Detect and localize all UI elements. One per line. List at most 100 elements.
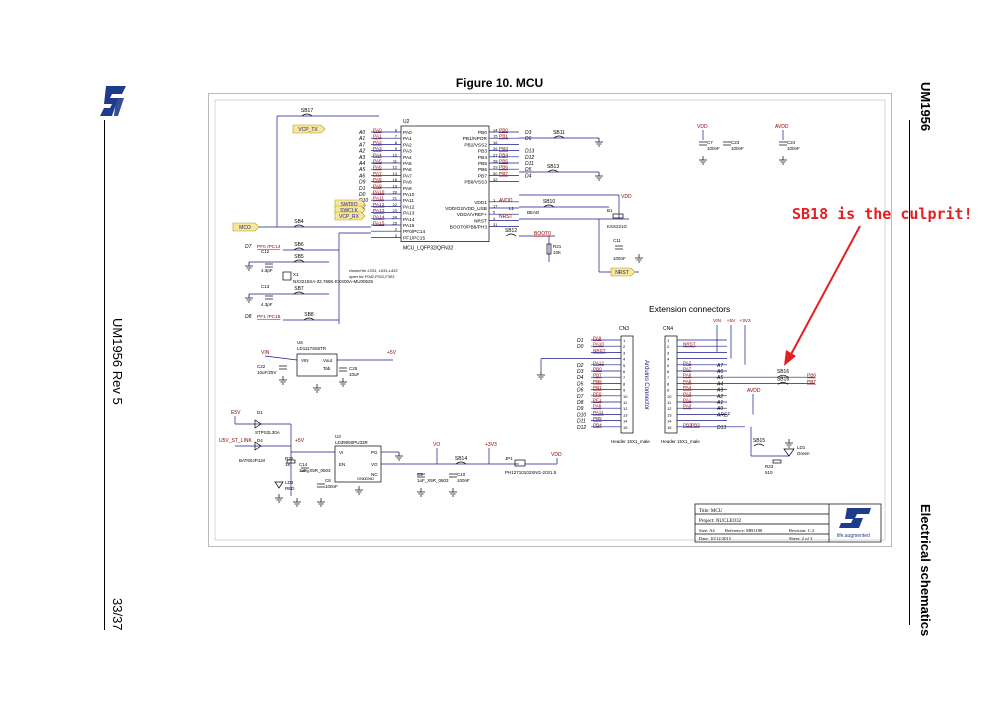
mcu-pin-name: PF1/PC15 (403, 235, 425, 241)
pf1-label: PF1 /PC15 (257, 314, 281, 320)
cn4-pin-number: 6 (667, 369, 670, 374)
cn3-net-label: PA9 (593, 336, 602, 341)
solder-bridge (293, 247, 305, 251)
u6-vout: Vout (323, 358, 333, 363)
d4-ref: D4 (257, 438, 263, 443)
net-tag-label: NRST (615, 270, 629, 276)
solder-bridge (547, 169, 559, 173)
cn4-pin-number: 9 (667, 388, 670, 393)
r23-val: 510 (765, 470, 773, 475)
title-block-project: Project: NUCLEO32 (699, 519, 742, 524)
wire (264, 355, 298, 361)
mcu-net-label: PB0 (499, 128, 508, 134)
mcu-signal-label: A7 (358, 142, 365, 148)
c8-val: 100nF (325, 484, 338, 489)
mcu-body (400, 125, 490, 242)
r21-ref: R21 (553, 244, 562, 249)
annotation-text: SB18 is the culprit! (792, 205, 973, 223)
mcu-net-label: PA1 (373, 134, 382, 140)
mcu-pin-number: 31 (493, 222, 498, 227)
mcu-pin-name: PA10 (403, 192, 415, 198)
cn3-signal-label: D8 (577, 400, 584, 406)
cn4-signal-label: A4 (716, 381, 723, 387)
cn3-signal-label: D12 (577, 425, 586, 431)
mcu-pin-name: PB0 (478, 130, 487, 136)
mcu-net-label: PB4 (499, 152, 508, 158)
mcu-net-label: PB3 (499, 146, 508, 152)
cn3-pin-number: 10 (623, 394, 628, 399)
ld3-color: RED (285, 486, 295, 491)
section-title: Electrical schematics (918, 504, 933, 637)
c12-val: 4.3pF (261, 268, 273, 273)
l1-ref: L1 (509, 206, 515, 211)
mcu-pin-name: VDDIO2/VDD_USB (445, 206, 487, 212)
title-block-sheet: Sheet: 2 of 3 (789, 536, 813, 541)
cn4-signal-label: A6 (716, 369, 723, 375)
cn3-part: Header 15X1_male (611, 439, 650, 444)
cn3-signal-label: D11 (577, 419, 586, 425)
d1-ref: D1 (257, 410, 263, 415)
cn4-power-label: +5V (727, 318, 736, 324)
mcu-pin-number: 22 (393, 202, 398, 207)
mcu-pin-number: 9 (395, 146, 398, 151)
solder-bridge-label: SB17 (301, 108, 313, 114)
cn4-pin-number: 7 (667, 375, 670, 380)
solder-bridge (293, 291, 305, 295)
mcu-net-label: PA15 (373, 221, 385, 227)
mcu-pin-number: 25 (393, 221, 398, 226)
cn4-ref: CN4 (663, 326, 673, 332)
title-block-st-logo (839, 508, 871, 528)
title-block-reference: Reference: MB1180 (725, 528, 763, 533)
cn4-signal-label: A3 (716, 388, 723, 394)
mcu-net-label: PA5 (373, 159, 382, 165)
c7-val: 100nF (707, 146, 720, 151)
c9-ref: C9 (417, 472, 423, 477)
net-tag-nrst (610, 267, 636, 277)
mcu-pin-name: PA4 (403, 155, 412, 161)
mcu-pin-number: 27 (493, 152, 498, 157)
mcu-pin-number: 2 (395, 227, 398, 232)
cn4-pin-number: 13 (667, 412, 672, 417)
mcu-signal-label: A1 (358, 136, 365, 142)
solder-bridge-label: SB13 (547, 164, 559, 170)
cn4-net-label: PA4 (683, 385, 692, 390)
pf0-label: PF0 /PC14 (257, 244, 281, 250)
mcu-net-label: PA3 (373, 146, 382, 152)
cn3-pin-number: 9 (623, 388, 626, 393)
cn3-pin-number: 3 (623, 350, 626, 355)
left-rule (104, 120, 105, 630)
button-b1 (612, 213, 624, 219)
mcu-pin-number: 30 (493, 171, 498, 176)
c8-ref: C8 (325, 478, 331, 483)
cn3-pin-number: 6 (623, 369, 626, 374)
mcu-pin-name: PB7 (478, 173, 487, 179)
cn4-net-label: PB3 (683, 422, 692, 427)
b1-ref: B1 (607, 208, 613, 213)
u3-part: LD39050PU33R (335, 440, 369, 445)
mcu-pin-number: 7 (395, 134, 398, 139)
cn3-pin-number: 4 (623, 357, 626, 362)
net-tag-mco (232, 222, 260, 232)
cn4-signal-label: A2 (716, 394, 723, 400)
u3-nc: NC (371, 472, 378, 477)
cn3-pin-number: 1 (623, 338, 626, 343)
d7-label: D7 (245, 244, 252, 250)
u3-vo: VO (371, 462, 378, 467)
cn3-net-label: PB1 (593, 385, 602, 390)
crystal-x1 (282, 271, 292, 281)
plus5v-label: +5V (387, 350, 397, 356)
mcu-signal-label: A4 (358, 161, 365, 167)
cn3-signal-label: D3 (577, 369, 584, 375)
solder-bridge-label: SB5 (294, 254, 304, 260)
mcu-pin-number: 28 (493, 159, 498, 164)
solder-bridge-label: SB18 (777, 376, 789, 382)
mcu-pin-name: PA7 (403, 173, 412, 179)
right-rule (909, 120, 910, 625)
solder-bridge (553, 135, 565, 139)
schematic-drawing: U2MCU_LQFP32/QFN32PA06PA0A0PA17PA1A1PA28… (214, 99, 886, 543)
c24-val: 100nF (787, 146, 800, 151)
cn3-pin-number: 12 (623, 406, 628, 411)
u3-vi: VI (339, 450, 343, 455)
closed-note: open for F042,F031,F303 (349, 274, 395, 279)
mcu-pin-name: PB1/NPOR (463, 136, 488, 142)
